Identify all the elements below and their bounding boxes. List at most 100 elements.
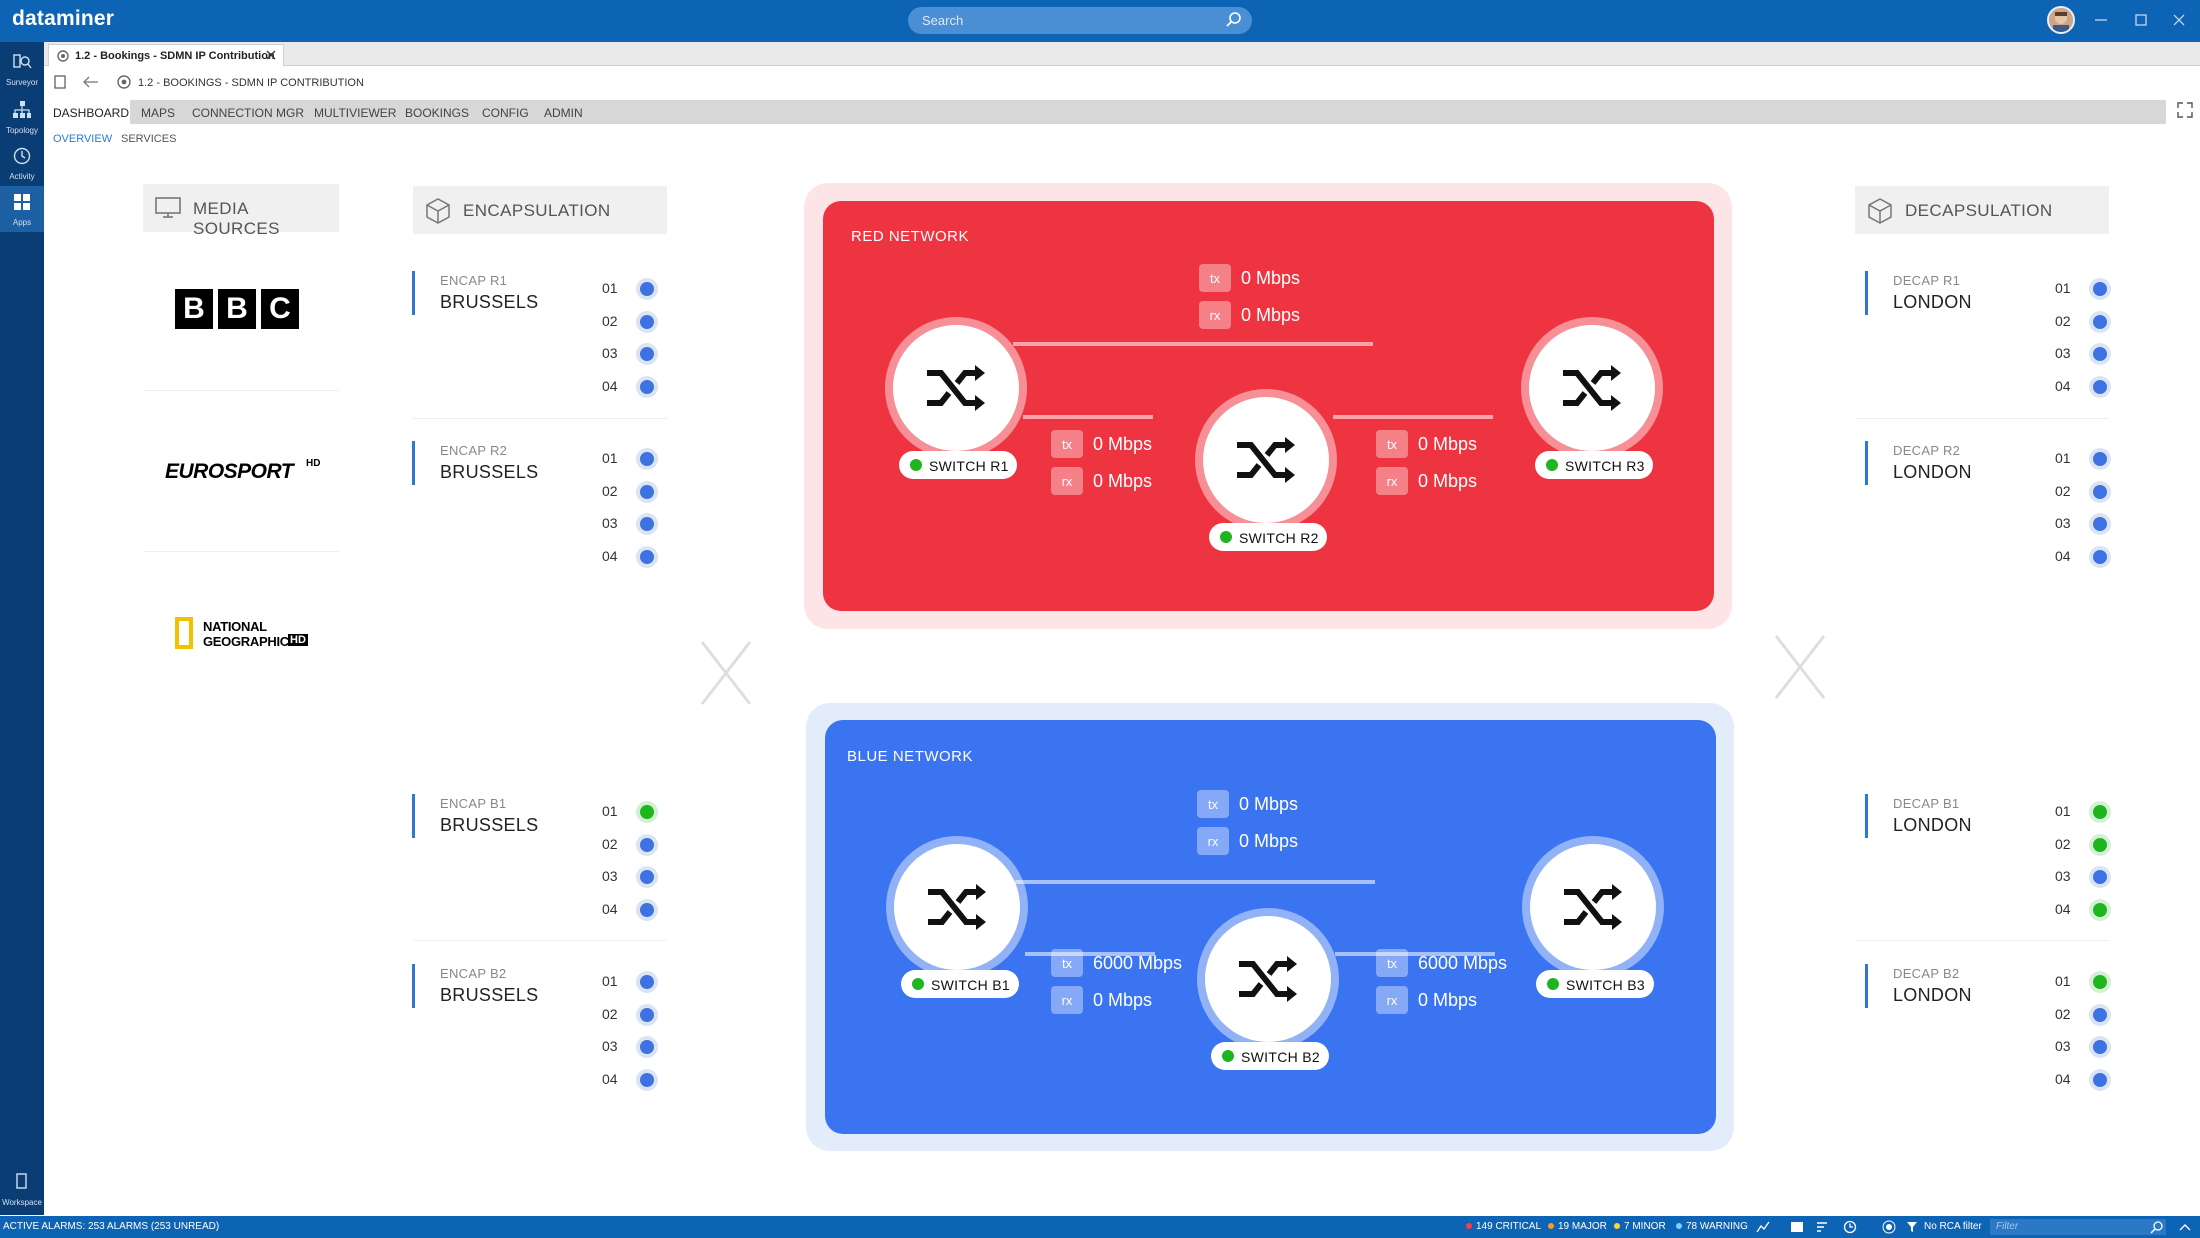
switch-label[interactable]: SWITCH R3 (1535, 451, 1653, 479)
port-row[interactable]: 03 (2055, 864, 2115, 890)
port-row[interactable]: 02 (602, 479, 662, 505)
port-status-dot[interactable] (636, 343, 658, 365)
active-alarms[interactable]: ACTIVE ALARMS: 253 ALARMS (253 UNREAD) (3, 1221, 220, 1232)
alarm-filter-input[interactable]: Filter (1990, 1219, 2166, 1235)
port-row[interactable]: 02 (2055, 1002, 2115, 1028)
port-status-dot[interactable] (2089, 833, 2111, 856)
port-status-dot[interactable] (2089, 545, 2111, 568)
rail-item-workspace[interactable]: Workspace (0, 1166, 44, 1212)
port-status-dot[interactable] (2089, 866, 2111, 888)
port-status-dot[interactable] (2089, 480, 2111, 503)
port-status-dot[interactable] (636, 278, 658, 300)
minimize-icon[interactable] (2090, 9, 2112, 31)
port-row[interactable]: 03 (2055, 341, 2115, 367)
close-window-icon[interactable] (2168, 9, 2190, 31)
port-status-dot[interactable] (636, 1003, 658, 1026)
rail-item-topology[interactable]: Topology (0, 94, 44, 140)
port-row[interactable]: 01 (2055, 799, 2115, 825)
port-status-dot[interactable] (2089, 898, 2111, 921)
global-search-input[interactable]: Search (908, 7, 1252, 34)
nav-connection-mgr[interactable]: CONNECTION MGR (192, 106, 304, 120)
nav-multiviewer[interactable]: MULTIVIEWER (314, 106, 397, 120)
port-status-dot[interactable] (2089, 343, 2111, 365)
switch-label[interactable]: SWITCH B1 (901, 970, 1019, 998)
nav-maps[interactable]: MAPS (141, 106, 176, 120)
page-icon[interactable] (54, 75, 66, 89)
port-row[interactable]: 01 (602, 276, 662, 302)
port-row[interactable]: 01 (602, 446, 662, 472)
warning-count[interactable]: 78 WARNING (1676, 1221, 1748, 1232)
nav-admin[interactable]: ADMIN (544, 106, 583, 120)
focus-icon[interactable] (1882, 1220, 1896, 1234)
port-row[interactable]: 02 (602, 832, 662, 858)
switch-r3[interactable] (1521, 317, 1663, 459)
subnav-overview[interactable]: OVERVIEW (53, 133, 113, 145)
maximize-icon[interactable] (2130, 9, 2152, 31)
port-status-dot[interactable] (636, 448, 658, 470)
fullscreen-icon[interactable] (2176, 101, 2194, 119)
port-status-dot[interactable] (2089, 1036, 2111, 1058)
switch-r1[interactable] (885, 317, 1027, 459)
nav-dashboard[interactable]: DASHBOARD (53, 106, 130, 120)
port-status-dot[interactable] (636, 1036, 658, 1058)
subnav-services[interactable]: SERVICES (121, 133, 177, 145)
port-row[interactable]: 02 (602, 309, 662, 335)
port-row[interactable]: 03 (2055, 1034, 2115, 1060)
port-status-dot[interactable] (2089, 971, 2111, 993)
list-view-icon[interactable] (1790, 1220, 1804, 1234)
switch-label[interactable]: SWITCH R1 (899, 451, 1017, 479)
switch-label[interactable]: SWITCH B3 (1536, 970, 1654, 998)
port-status-dot[interactable] (636, 513, 658, 535)
port-row[interactable]: 03 (2055, 511, 2115, 537)
critical-count[interactable]: 149 CRITICAL (1466, 1221, 1541, 1232)
port-row[interactable]: 02 (2055, 309, 2115, 335)
switch-label[interactable]: SWITCH R2 (1209, 523, 1327, 551)
port-status-dot[interactable] (2089, 278, 2111, 300)
port-row[interactable]: 03 (602, 864, 662, 890)
port-row[interactable]: 04 (602, 897, 662, 923)
rail-item-apps[interactable]: Apps (0, 186, 44, 232)
port-row[interactable]: 01 (2055, 276, 2115, 302)
port-row[interactable]: 01 (602, 969, 662, 995)
minor-count[interactable]: 7 MINOR (1614, 1221, 1666, 1232)
port-status-dot[interactable] (636, 833, 658, 856)
port-status-dot[interactable] (2089, 513, 2111, 535)
port-status-dot[interactable] (636, 898, 658, 921)
port-row[interactable]: 03 (602, 1034, 662, 1060)
chevron-up-icon[interactable] (2178, 1221, 2192, 1233)
port-status-dot[interactable] (2089, 1003, 2111, 1026)
filter-icon[interactable] (1906, 1220, 1918, 1234)
rail-item-surveyor[interactable]: Surveyor (0, 46, 44, 92)
source-bbc[interactable]: B B C (143, 233, 339, 391)
port-row[interactable]: 02 (2055, 479, 2115, 505)
port-status-dot[interactable] (2089, 448, 2111, 470)
source-eurosport[interactable]: EUROSPORT HD (143, 392, 339, 552)
switch-b1[interactable] (886, 836, 1028, 978)
port-status-dot[interactable] (636, 375, 658, 398)
switch-b2[interactable] (1197, 908, 1339, 1050)
rail-item-activity[interactable]: Activity (0, 140, 44, 186)
search-icon[interactable] (2150, 1220, 2164, 1234)
port-row[interactable]: 04 (2055, 374, 2115, 400)
close-icon[interactable] (265, 49, 277, 61)
port-row[interactable]: 04 (2055, 897, 2115, 923)
sort-icon[interactable] (1815, 1220, 1829, 1234)
port-status-dot[interactable] (636, 480, 658, 503)
port-row[interactable]: 02 (2055, 832, 2115, 858)
switch-label[interactable]: SWITCH B2 (1211, 1042, 1329, 1070)
port-row[interactable]: 04 (602, 544, 662, 570)
user-avatar[interactable] (2047, 6, 2075, 34)
port-status-dot[interactable] (636, 971, 658, 993)
port-row[interactable]: 02 (602, 1002, 662, 1028)
port-row[interactable]: 01 (2055, 446, 2115, 472)
trend-icon[interactable] (1756, 1220, 1770, 1234)
switch-b3[interactable] (1522, 836, 1664, 978)
rca-filter[interactable]: No RCA filter (1924, 1221, 1982, 1232)
port-row[interactable]: 03 (602, 341, 662, 367)
clock-icon[interactable] (1843, 1220, 1857, 1234)
